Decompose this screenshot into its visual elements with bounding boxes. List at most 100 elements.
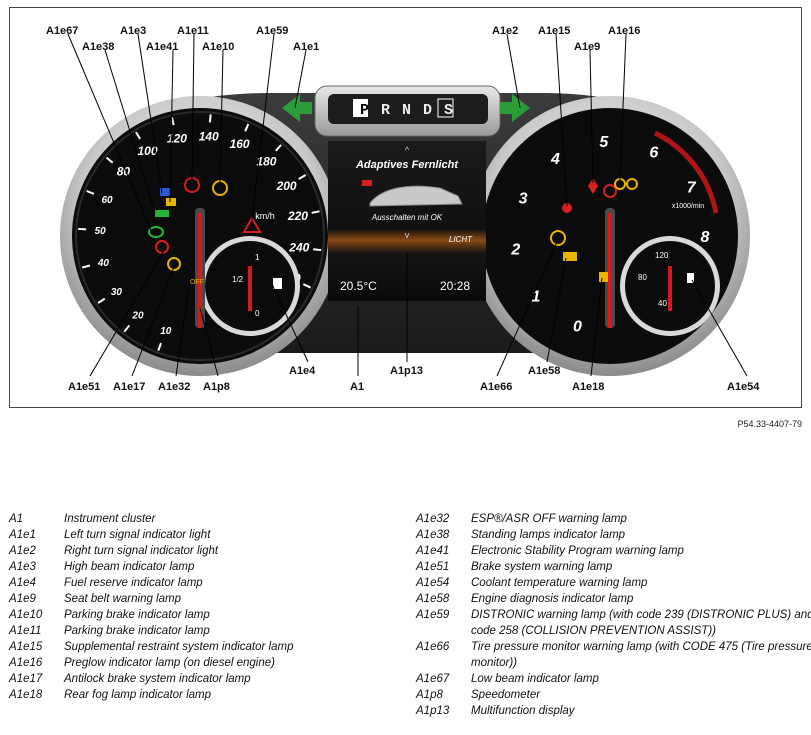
speed-tick-label: 30 [111,287,123,298]
speed-tick-label: 40 [97,258,110,269]
coolant-tick-label: 120 [655,251,669,260]
legend-description: Seat belt warning lamp [64,593,181,605]
abs-icon [167,257,181,271]
legend-description: Rear fog lamp indicator lamp [64,689,212,701]
speed-tick-label: 240 [288,241,309,255]
outside-temperature: 20.5°C [340,279,377,293]
rpm-tick-label: 0 [573,318,582,335]
legend-description: Brake system warning lamp [471,561,613,573]
gear-p-highlight [353,99,368,117]
clock-display: 20:28 [440,279,470,293]
legend-description: Multifunction display [471,705,575,717]
tachometer-redline [653,130,719,214]
coolant-temp-icon [687,273,694,283]
legend-description: Standing lamps indicator lamp [471,529,626,541]
legend-description: Engine diagnosis indicator lamp [471,593,634,605]
legend-code: A1e58 [416,593,450,605]
esp-icon [166,198,176,206]
callout-a1e59: A1e59 [256,25,289,37]
callout-a1e17: A1e17 [113,381,146,393]
legend-code: A1e67 [416,673,450,685]
rpm-unit-label: x1000/min [672,203,704,210]
high-beam-icon [160,188,170,196]
scroll-down-icon: v [405,230,410,240]
speed-needle [198,213,202,328]
rpm-tick-label: 4 [550,151,560,168]
speed-tick-label: 140 [199,129,219,143]
callout-a1e9: A1e9 [574,41,601,53]
callout-a1e67: A1e67 [46,25,79,37]
legend-code: A1e9 [9,593,36,605]
rpm-tick-label: 2 [510,241,520,258]
legend-code: A1e51 [416,561,450,573]
rpm-tick-label: 6 [649,145,658,162]
legend-code: A1e54 [416,577,450,589]
legend-row: A1e67 Low beam indicator lamp [416,671,811,687]
speed-tick-mark [170,117,175,126]
seat-belt-icon [588,178,598,194]
speed-tick-label: 10 [160,326,172,337]
gear-letter: R [381,102,390,119]
legend-code: A1e18 [9,689,43,701]
scroll-up-icon: ^ [405,145,410,155]
speed-tick-label: 220 [287,209,308,223]
legend-code: A1e4 [9,577,36,589]
legend-row: A1e18 Rear fog lamp indicator lamp [9,687,409,703]
legend-description: Low beam indicator lamp [471,673,599,685]
gear-letter: P [360,102,369,119]
legend-description: Tire pressure monitor warning lamp (with… [471,641,811,669]
legend-code: A1e59 [416,609,450,621]
legend-code: A1e32 [416,513,450,525]
gear-letter: S [444,102,453,119]
legend-code: A1e66 [416,641,450,653]
legend-code: A1e11 [9,625,42,637]
callout-a1e11: A1e11 [177,25,209,37]
speed-tick-mark [157,342,162,351]
speed-tick-label: 180 [256,154,276,168]
callout-a1e16: A1e16 [608,25,641,37]
legend-code: A1e10 [9,609,43,621]
fuel-pump-icon [273,278,282,289]
speed-unit-label: km/h [255,211,275,221]
speed-tick-label: 20 [131,310,144,321]
speed-tick-mark [275,144,282,152]
speed-tick-mark [86,190,95,195]
callout-a1e4: A1e4 [289,365,316,377]
legend-description: Electronic Stability Program warning lam… [471,545,684,557]
srs-icon [603,184,617,198]
callout-a1e3: A1e3 [120,25,147,37]
callout-a1e38: A1e38 [82,41,115,53]
gear-s-box [437,98,454,118]
rpm-tick-label: 7 [687,180,697,197]
car-silhouette [369,185,463,207]
fuel-needle [248,266,252,311]
brake-system-icon [155,240,169,254]
callout-a1e66: A1e66 [480,381,513,393]
legend-code: A1e3 [9,561,36,573]
coolant-tick-label: 80 [638,273,647,282]
speed-tick-mark [313,248,322,252]
legend-code: A1e1 [9,529,36,541]
callout-a1e32: A1e32 [158,381,191,393]
screen-title: Adaptives Fernlicht [355,159,459,171]
airbag-icon [562,203,572,213]
speed-tick-label: 120 [167,132,187,146]
standing-lamps-icon [155,210,169,217]
speed-tick-mark [298,174,307,180]
legend-row: A1e66 Tire pressure monitor warning lamp … [416,639,811,671]
